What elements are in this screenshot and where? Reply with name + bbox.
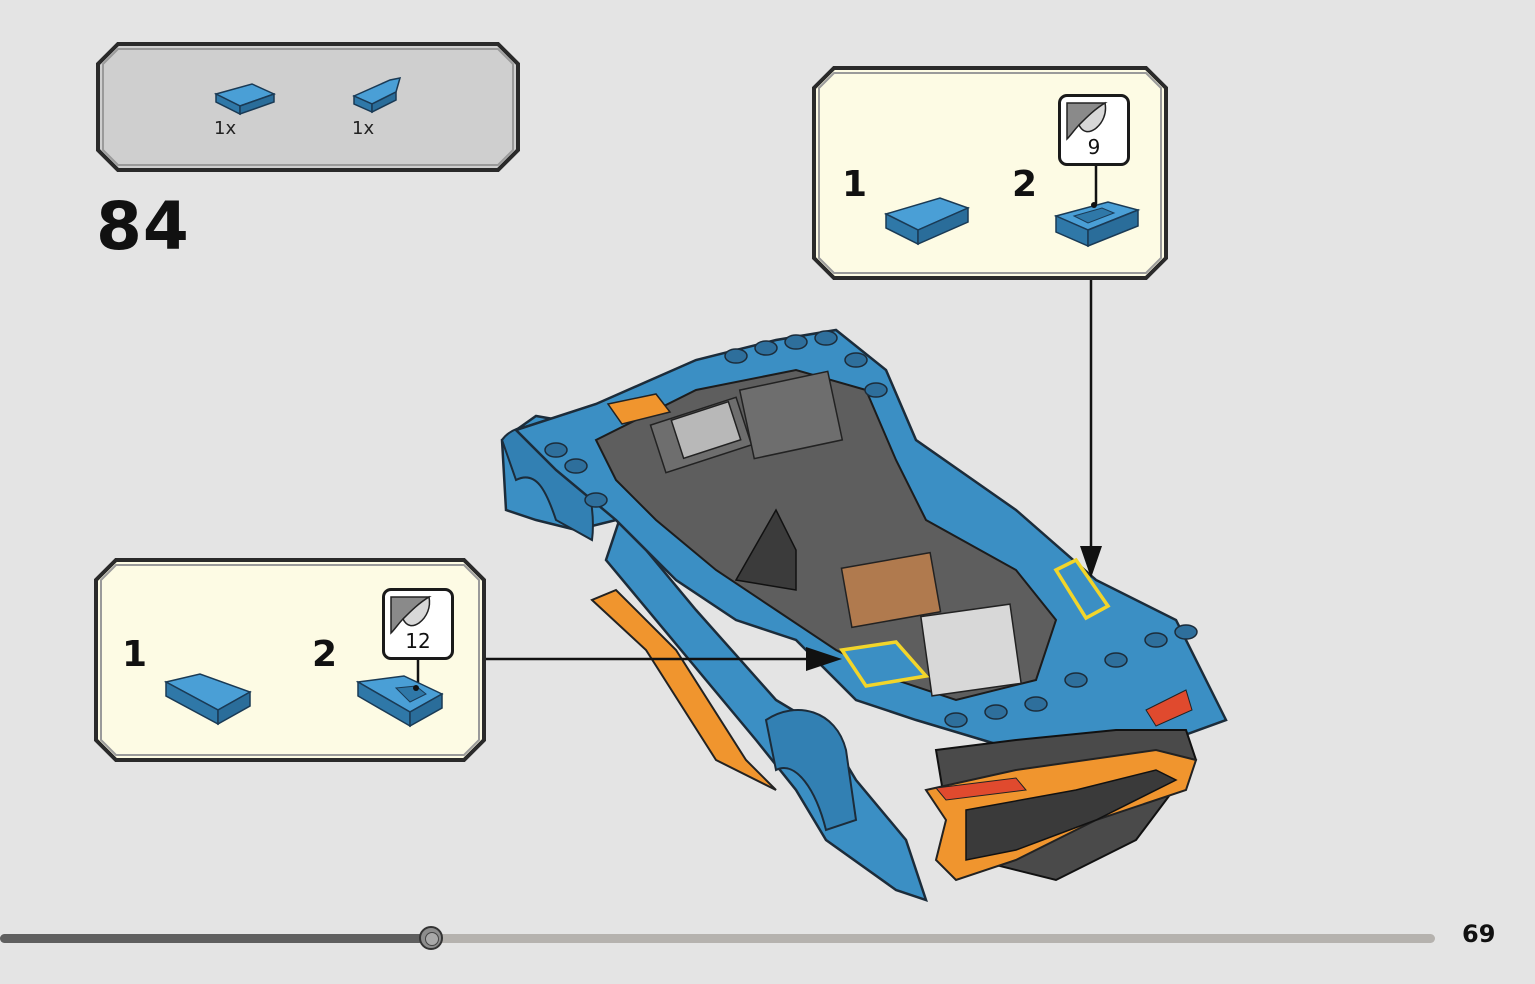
tile-slope-part-icon bbox=[213, 83, 276, 116]
sticker-pointer-line bbox=[1094, 166, 1098, 204]
sticker-callout-badge: 9 bbox=[1058, 94, 1130, 166]
sticker-peel-icon bbox=[390, 595, 432, 635]
arrow-left-head bbox=[806, 647, 842, 671]
wedge-tile-part-icon bbox=[352, 77, 402, 114]
substep-number: 2 bbox=[312, 634, 338, 675]
sticker-callout-badge: 12 bbox=[382, 588, 454, 660]
sticker-number: 12 bbox=[405, 629, 431, 653]
parts-list-panel: 1x 1x bbox=[96, 42, 520, 172]
sticker-number: 9 bbox=[1087, 135, 1101, 159]
page-number: 69 bbox=[1462, 920, 1496, 948]
subassembly-callout-right: 1 2 9 bbox=[812, 66, 1168, 280]
tile-with-sticker-part-icon bbox=[1053, 201, 1141, 248]
progress-knob bbox=[419, 926, 443, 950]
subassembly-callout-left: 1 2 12 bbox=[94, 558, 486, 762]
tile-with-sticker-part-icon bbox=[356, 675, 444, 728]
part-quantity: 1x bbox=[352, 118, 375, 139]
arrow-right-head bbox=[1080, 546, 1102, 578]
page-progress-bar bbox=[0, 926, 1435, 950]
sticker-peel-icon bbox=[1066, 101, 1108, 141]
tile-slope-part-icon bbox=[163, 673, 252, 726]
step-number: 84 bbox=[96, 188, 190, 265]
substep-number: 1 bbox=[842, 164, 868, 205]
substep-number: 1 bbox=[122, 634, 148, 675]
progress-fill bbox=[0, 934, 431, 943]
part-quantity: 1x bbox=[214, 118, 237, 139]
tile-slope-part-icon bbox=[883, 197, 971, 246]
substep-number: 2 bbox=[1012, 164, 1038, 205]
